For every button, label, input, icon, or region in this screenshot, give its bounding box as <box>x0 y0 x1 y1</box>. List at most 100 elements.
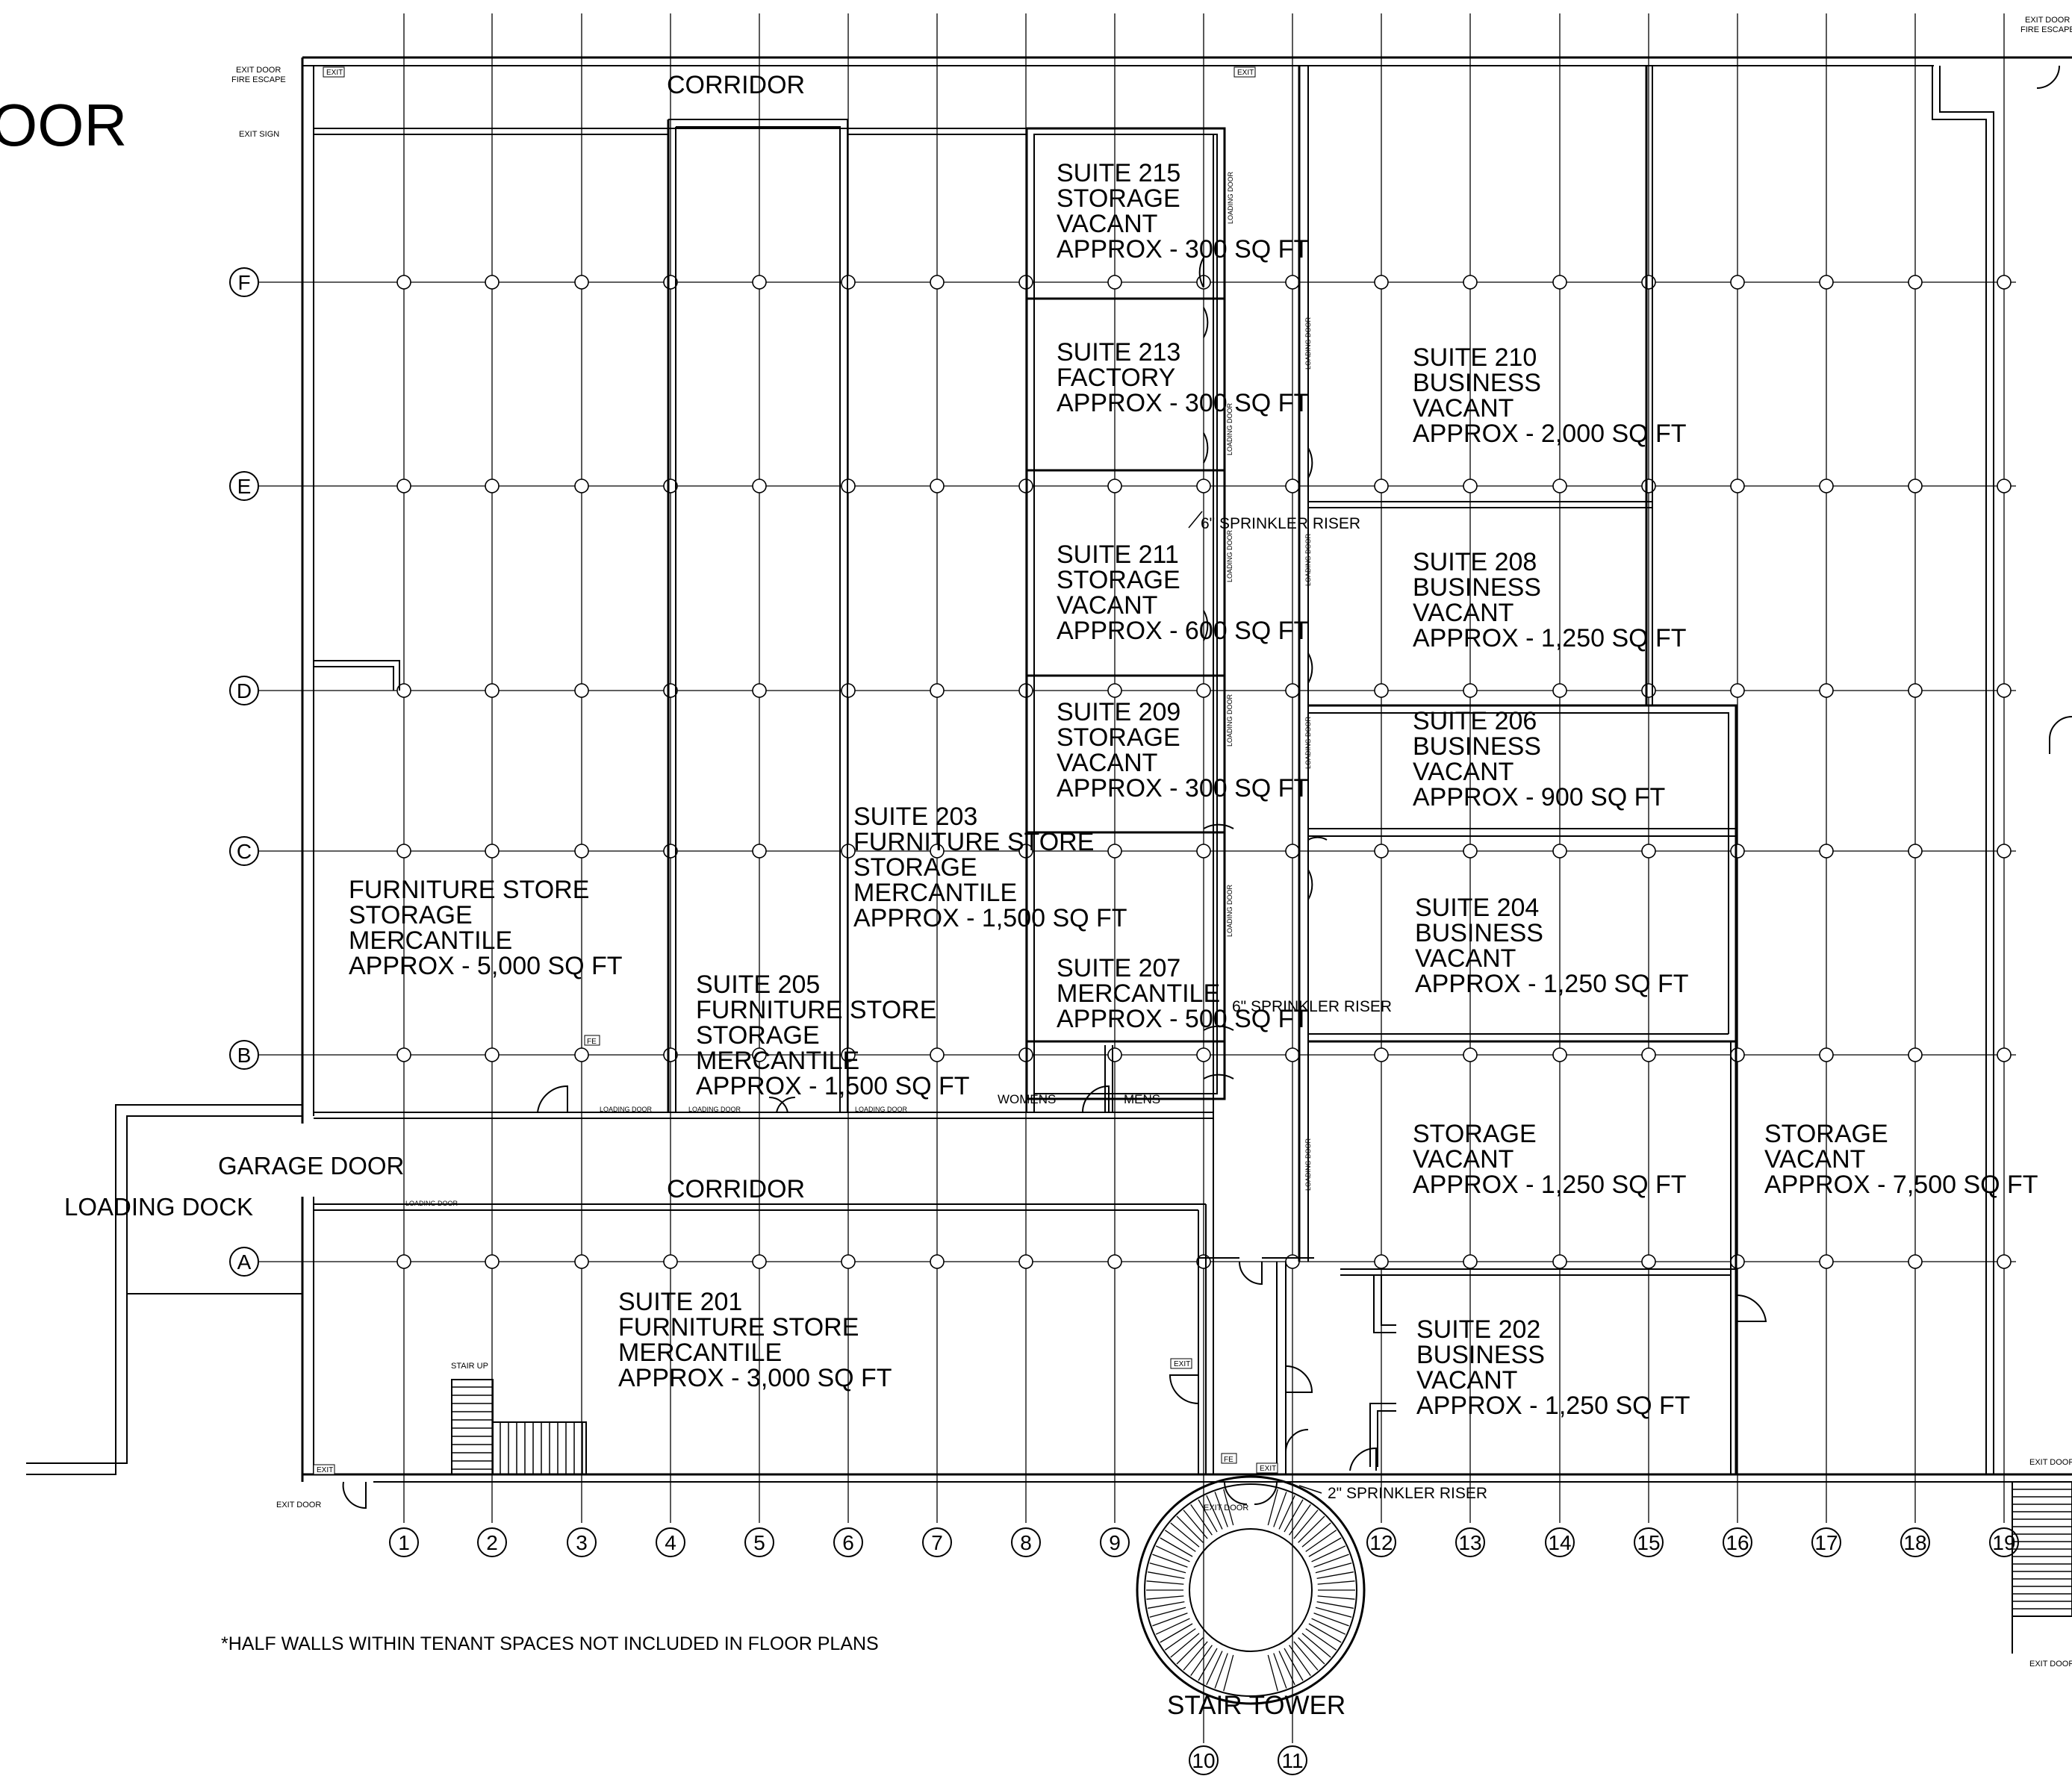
door-east <box>2049 716 2072 754</box>
column-marker <box>1730 1254 1745 1269</box>
loading-door-tag-10: LOADING DOOR <box>1304 317 1312 370</box>
small-office-wall <box>314 660 400 691</box>
grid-bubble-col-8: 8 <box>1011 1527 1041 1557</box>
column-marker <box>485 275 500 290</box>
door-suite-207 <box>1203 1025 1234 1031</box>
door-stair-tower-a <box>1224 1481 1248 1505</box>
east-shaft-wall <box>1932 66 1987 1474</box>
spiral-stair-treads <box>1146 1489 1355 1692</box>
door-suite-207-b <box>1203 1074 1234 1079</box>
grid-bubble-col-6: 6 <box>833 1527 863 1557</box>
riser-upper-leader <box>1188 511 1203 529</box>
grid-bubble-col-1: 1 <box>389 1527 419 1557</box>
loading-door-tag-13: LOADING DOOR <box>1304 1138 1312 1191</box>
stair-tower-outline <box>1136 1475 1366 1705</box>
column-marker <box>1908 1254 1923 1269</box>
column-marker <box>1819 275 1834 290</box>
mens-label: MENS <box>1124 1092 1160 1106</box>
exit-tag-box-suite-201 <box>1170 1358 1192 1369</box>
column-marker <box>1463 683 1478 698</box>
loading-dock-outline-inner <box>26 1115 302 1464</box>
svg-text:12: 12 <box>1369 1531 1393 1554</box>
column-marker <box>1107 479 1122 493</box>
column-marker <box>1374 479 1389 493</box>
column-marker <box>1552 1047 1567 1062</box>
svg-text:14: 14 <box>1548 1531 1571 1554</box>
east-shaft-wall-inner <box>1939 66 1994 1474</box>
column-marker <box>663 1254 678 1269</box>
corridor-bottom-label: CORRIDOR <box>667 1175 805 1203</box>
grid-bubble-col-7: 7 <box>922 1527 952 1557</box>
column-marker <box>1730 844 1745 859</box>
column-marker <box>1285 683 1300 698</box>
column-marker <box>1819 1047 1834 1062</box>
column-marker <box>574 1047 589 1062</box>
column-marker <box>396 844 411 859</box>
svg-text:18: 18 <box>1903 1531 1926 1554</box>
loading-door-tag-8: LOADING DOOR <box>1226 694 1233 747</box>
grid-bubble-col-11: 11 <box>1278 1745 1307 1775</box>
column-marker <box>1819 1254 1834 1269</box>
exit-door-label-bottom-right: EXIT DOOR <box>2029 1458 2072 1467</box>
exit-door-label-bottom-right-2: EXIT DOOR <box>2029 1660 2072 1668</box>
door-suite-213-b <box>1203 432 1209 464</box>
svg-text:15: 15 <box>1637 1531 1660 1554</box>
svg-text:5: 5 <box>753 1531 765 1554</box>
garage-door-label: GARAGE DOOR <box>218 1152 404 1180</box>
fe-tag-stair: FE <box>1224 1456 1233 1464</box>
door-storage-7500 <box>1735 1294 1767 1322</box>
stair-up <box>451 1379 494 1475</box>
exit-tag-box-top <box>1233 66 1256 78</box>
small-suites-block <box>1025 127 1226 1100</box>
door-suite-202 <box>1349 1447 1377 1471</box>
suite-202-alcove <box>1373 1275 1396 1333</box>
grid-bubble-col-15: 15 <box>1634 1527 1664 1557</box>
door-suite-201-exit <box>1169 1374 1199 1404</box>
column-marker <box>485 479 500 493</box>
column-marker <box>574 479 589 493</box>
column-marker <box>752 1254 767 1269</box>
exit-tag-bottom-left: EXIT <box>317 1466 333 1474</box>
suite-202-alcove-lower <box>1369 1403 1396 1467</box>
svg-text:C: C <box>237 840 252 863</box>
grid-bubble-col-3: 3 <box>567 1527 597 1557</box>
column-marker <box>1285 479 1300 493</box>
svg-text:D: D <box>237 679 252 702</box>
stair-tower-outline-inner <box>1144 1483 1357 1697</box>
column-marker <box>396 1047 411 1062</box>
column-marker <box>1463 479 1478 493</box>
exit-tag-box-stair <box>1256 1462 1278 1474</box>
column-marker <box>1107 1254 1122 1269</box>
svg-text:13: 13 <box>1458 1531 1481 1554</box>
column-marker <box>574 275 589 290</box>
door-furniture-store <box>537 1085 568 1113</box>
door-swings <box>342 65 2072 1509</box>
column-marker <box>930 1047 945 1062</box>
loading-door-tag-12: LOADING DOOR <box>1304 716 1312 769</box>
suite-206-204-block <box>1308 704 1737 1043</box>
column-marker <box>485 1047 500 1062</box>
column-marker <box>752 844 767 859</box>
column-marker <box>1641 275 1656 290</box>
column-marker <box>1997 1254 2012 1269</box>
stair-up-landing <box>492 1421 587 1475</box>
loading-dock-label: LOADING DOCK <box>64 1193 253 1221</box>
column-marker <box>574 844 589 859</box>
door-stair-lobby-b <box>1285 1365 1313 1393</box>
loading-door-tag-7: LOADING DOOR <box>1226 529 1233 582</box>
womens-label: WOMENS <box>998 1092 1056 1106</box>
column-marker <box>396 683 411 698</box>
loading-door-tag-4: LOADING DOOR <box>405 1200 458 1207</box>
column-marker <box>1552 844 1567 859</box>
column-marker <box>485 844 500 859</box>
column-marker <box>485 683 500 698</box>
door-suite-215 <box>1198 255 1204 288</box>
suite-203-wall <box>668 119 848 1112</box>
